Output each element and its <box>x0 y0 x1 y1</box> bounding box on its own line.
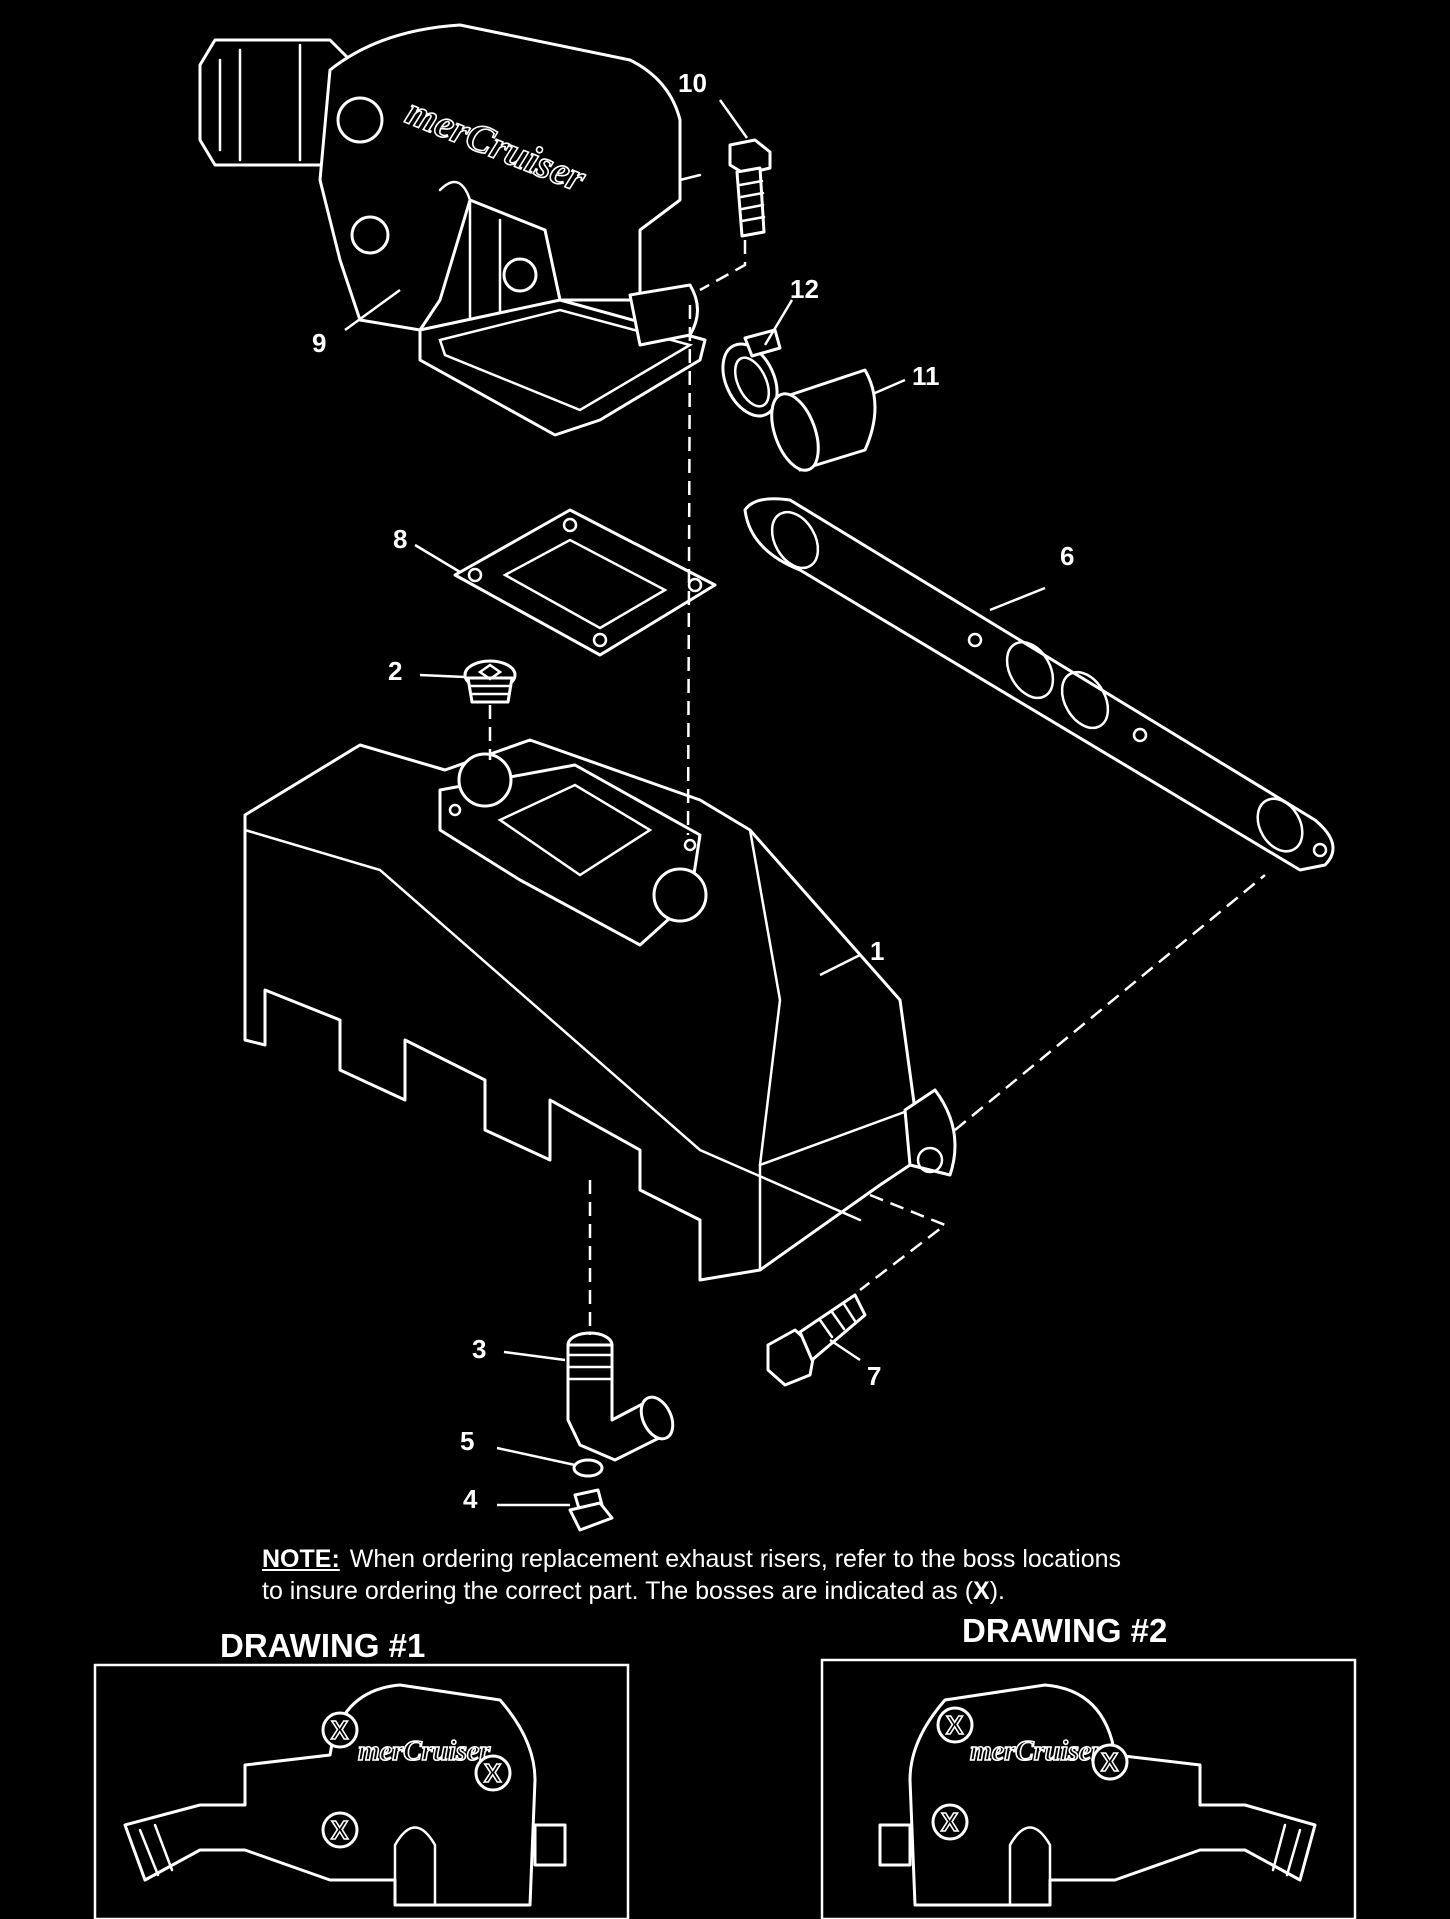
assembly-lines <box>488 240 1266 1335</box>
elbow-fitting-part-3 <box>566 1331 675 1462</box>
note-text-line-1: When ordering replacement exhaust risers… <box>349 1545 1121 1573</box>
callout-5: 5 <box>460 1426 474 1456</box>
exhaust-manifold-part-1 <box>243 738 957 1282</box>
drawing-2-boss-x-3: X <box>941 1807 959 1837</box>
drawing-1-logo: merCruiser <box>358 1736 491 1767</box>
pipe-plug-part-2 <box>463 659 517 704</box>
drawing-1-boss-x-2: X <box>484 1758 502 1788</box>
callout-11: 11 <box>912 361 940 391</box>
callout-7: 7 <box>867 1361 881 1391</box>
callout-labels: 1 2 3 4 5 6 7 8 9 10 11 12 <box>312 68 1074 1514</box>
drawing-2-box: merCruiser X X X <box>820 1658 1357 1919</box>
callout-8: 8 <box>393 524 407 554</box>
callout-6: 6 <box>1060 541 1074 571</box>
riser-gasket-part-8 <box>453 508 717 657</box>
note-text-line-2: to insure ordering the correct part. The… <box>262 1577 974 1605</box>
drawing-1-title: DRAWING #1 <box>220 1627 426 1664</box>
bolt-part-7 <box>766 1293 867 1387</box>
note-boss-mark: X <box>973 1577 990 1605</box>
note-label: NOTE: <box>262 1545 340 1573</box>
note-text-line-2-end: ). <box>989 1577 1005 1605</box>
note-line-1: NOTE: When ordering replacement exhaust r… <box>262 1543 1262 1575</box>
callout-10: 10 <box>678 68 707 98</box>
drawing-2-title: DRAWING #2 <box>962 1612 1168 1649</box>
drawing-2-boss-x-2: X <box>1101 1747 1119 1777</box>
callout-4: 4 <box>463 1484 478 1514</box>
note-line-2: to insure ordering the correct part. The… <box>262 1575 1262 1607</box>
ordering-note: NOTE: When ordering replacement exhaust r… <box>262 1543 1262 1607</box>
exhaust-riser-part-9: merCruiser <box>198 23 707 437</box>
drawing-2-boss-x-1: X <box>946 1710 964 1740</box>
callout-1: 1 <box>870 936 884 966</box>
leader-lines <box>344 99 1046 1507</box>
drawing-2-logo: merCruiser <box>970 1736 1103 1767</box>
drain-plug-part-4 <box>568 1488 614 1532</box>
callout-3: 3 <box>472 1334 486 1364</box>
o-ring-part-5 <box>572 1458 604 1478</box>
manifold-gasket-part-6 <box>743 497 1335 872</box>
hose-part-11 <box>770 368 877 472</box>
callout-12: 12 <box>790 274 819 304</box>
callout-9: 9 <box>312 328 326 358</box>
bolt-part-10 <box>728 138 772 238</box>
callout-2: 2 <box>388 656 402 686</box>
drawing-1-boss-x-1: X <box>331 1715 349 1745</box>
drawing-1-box: merCruiser X X X <box>93 1663 630 1919</box>
drawing-1-boss-x-3: X <box>331 1815 349 1845</box>
